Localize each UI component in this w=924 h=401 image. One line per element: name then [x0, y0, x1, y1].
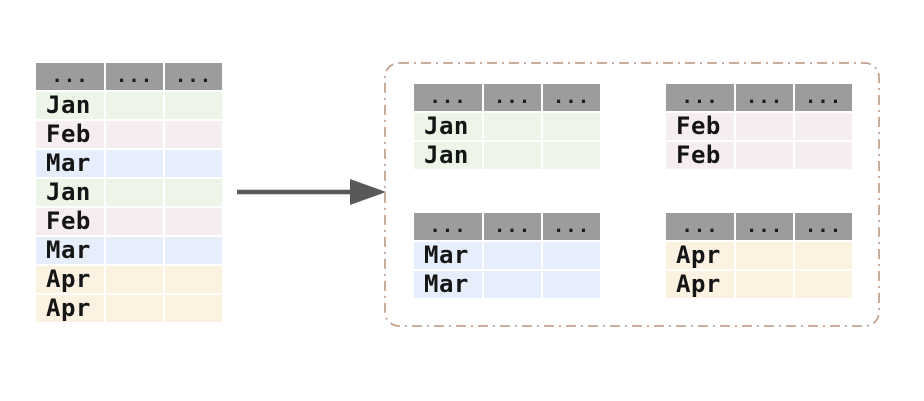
apr-group-table: ... ... ... Apr Apr: [666, 213, 852, 298]
row-empty-cell: [736, 113, 793, 140]
group-table-header-row: ... ... ...: [666, 213, 852, 240]
row-empty-cell: [106, 237, 163, 264]
header-cell: ...: [795, 84, 852, 111]
row-empty-cell: [795, 142, 852, 169]
row-label-cell: Feb: [36, 208, 104, 235]
split-arrow-icon: [237, 179, 386, 205]
row-empty-cell: [543, 242, 600, 269]
table-row: Feb: [666, 113, 852, 140]
row-label-cell: Jan: [414, 113, 482, 140]
row-empty-cell: [106, 208, 163, 235]
row-empty-cell: [795, 242, 852, 269]
header-cell: ...: [106, 63, 163, 90]
header-cell: ...: [666, 84, 734, 111]
row-label-cell: Mar: [414, 242, 482, 269]
group-table-header-row: ... ... ...: [414, 213, 600, 240]
header-cell: ...: [795, 213, 852, 240]
table-row: Mar: [414, 271, 600, 298]
row-empty-cell: [165, 237, 222, 264]
row-empty-cell: [736, 242, 793, 269]
table-row: Apr: [36, 295, 222, 322]
group-table-header-row: ... ... ...: [414, 84, 600, 111]
row-empty-cell: [543, 113, 600, 140]
table-row: Mar: [414, 242, 600, 269]
table-row: Jan: [36, 92, 222, 119]
header-cell: ...: [484, 213, 541, 240]
header-cell: ...: [543, 84, 600, 111]
table-row: Feb: [36, 121, 222, 148]
table-row: Feb: [36, 208, 222, 235]
row-empty-cell: [795, 113, 852, 140]
row-empty-cell: [484, 242, 541, 269]
group-box: ... ... ... Jan Jan ... ... ... Feb Feb: [384, 62, 880, 327]
row-label-cell: Mar: [36, 150, 104, 177]
row-empty-cell: [106, 150, 163, 177]
row-empty-cell: [106, 295, 163, 322]
row-empty-cell: [795, 271, 852, 298]
table-row: Feb: [666, 142, 852, 169]
header-cell: ...: [736, 84, 793, 111]
group-box-border: [384, 62, 880, 327]
row-label-cell: Mar: [36, 237, 104, 264]
row-label-cell: Apr: [36, 266, 104, 293]
row-empty-cell: [165, 266, 222, 293]
row-label-cell: Jan: [36, 92, 104, 119]
feb-group-table: ... ... ... Feb Feb: [666, 84, 852, 169]
source-table: ... ... ... Jan Feb Mar Jan Feb Mar Apr …: [36, 63, 222, 322]
row-empty-cell: [165, 121, 222, 148]
jan-group-table: ... ... ... Jan Jan: [414, 84, 600, 169]
row-empty-cell: [165, 295, 222, 322]
row-label-cell: Apr: [666, 242, 734, 269]
row-empty-cell: [106, 92, 163, 119]
table-row: Apr: [666, 242, 852, 269]
table-row: Mar: [36, 150, 222, 177]
table-row: Apr: [666, 271, 852, 298]
row-label-cell: Feb: [666, 113, 734, 140]
row-label-cell: Feb: [666, 142, 734, 169]
row-empty-cell: [106, 266, 163, 293]
mar-group-table: ... ... ... Mar Mar: [414, 213, 600, 298]
row-empty-cell: [484, 271, 541, 298]
header-cell: ...: [666, 213, 734, 240]
row-empty-cell: [736, 271, 793, 298]
row-empty-cell: [106, 121, 163, 148]
table-row: Apr: [36, 266, 222, 293]
header-cell: ...: [414, 84, 482, 111]
row-empty-cell: [165, 150, 222, 177]
table-row: Jan: [36, 179, 222, 206]
row-empty-cell: [736, 142, 793, 169]
header-cell: ...: [484, 84, 541, 111]
group-table-header-row: ... ... ...: [666, 84, 852, 111]
row-empty-cell: [484, 142, 541, 169]
table-row: Jan: [414, 142, 600, 169]
header-cell: ...: [736, 213, 793, 240]
row-empty-cell: [165, 208, 222, 235]
row-empty-cell: [543, 142, 600, 169]
table-row: Mar: [36, 237, 222, 264]
row-label-cell: Jan: [414, 142, 482, 169]
source-table-header-row: ... ... ...: [36, 63, 222, 90]
header-cell: ...: [414, 213, 482, 240]
row-label-cell: Apr: [666, 271, 734, 298]
row-empty-cell: [484, 113, 541, 140]
row-label-cell: Apr: [36, 295, 104, 322]
row-empty-cell: [543, 271, 600, 298]
row-label-cell: Jan: [36, 179, 104, 206]
row-empty-cell: [106, 179, 163, 206]
row-label-cell: Mar: [414, 271, 482, 298]
header-cell: ...: [165, 63, 222, 90]
row-empty-cell: [165, 179, 222, 206]
row-label-cell: Feb: [36, 121, 104, 148]
header-cell: ...: [36, 63, 104, 90]
table-row: Jan: [414, 113, 600, 140]
header-cell: ...: [543, 213, 600, 240]
row-empty-cell: [165, 92, 222, 119]
